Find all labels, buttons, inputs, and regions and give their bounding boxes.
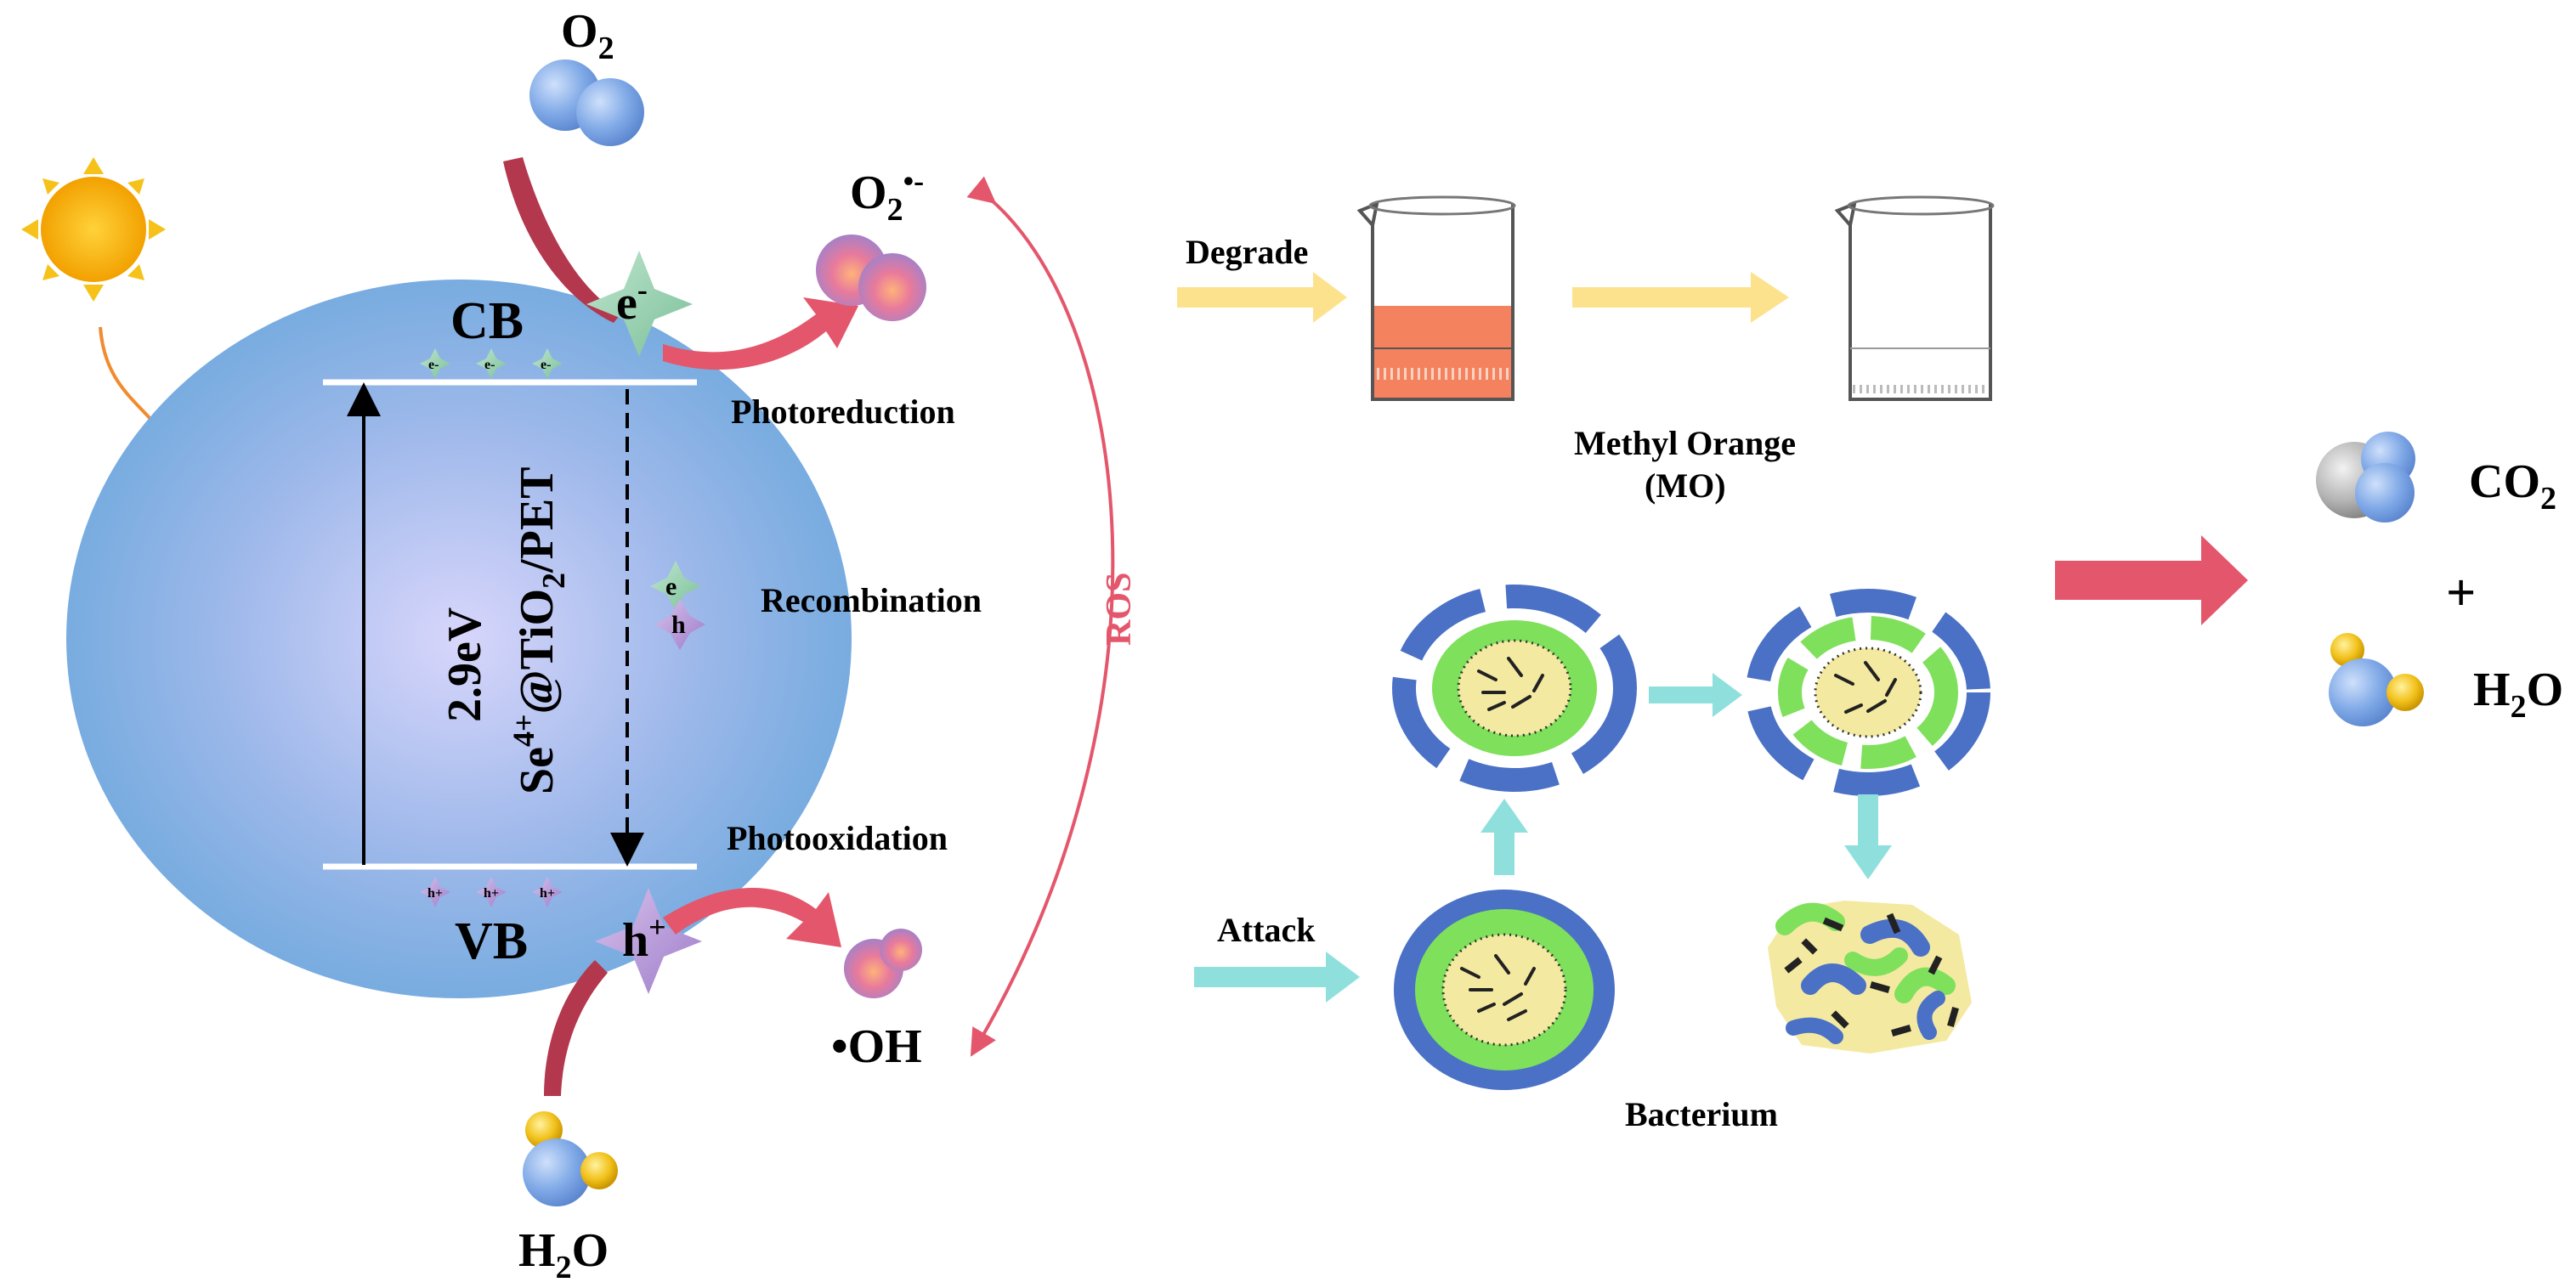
sun-icon [21,157,166,302]
svg-text:e-: e- [541,358,551,372]
band-gap-label: 2.9eV [439,607,491,722]
bacterium-intact-icon [1394,890,1615,1090]
electron-star-icon [586,251,693,357]
bacterium-damaged-2-icon [1746,589,1990,796]
catalyst-prefix: Se [511,747,563,794]
superoxide-molecule-icon [816,234,926,321]
cb-electrons: e- e- e- [420,348,563,379]
h2o-uptake-arrow [544,960,608,1096]
photooxidation-label: Photooxidation [727,819,948,857]
bacterium-lysed-icon [1768,901,1972,1054]
catalyst-suffix: /PET [511,466,563,573]
o2-uptake-arrow [503,157,620,323]
photoreduction-arrow [663,297,858,370]
hole-star-icon [595,888,702,994]
svg-text:h: h [671,611,686,639]
hydroxyl-molecule-icon [844,929,922,998]
catalyst-mid: @TiO [511,589,563,715]
svg-text:h+: h+ [540,886,555,901]
mo-name-label: Methyl Orange [1574,424,1796,462]
h2o-product-icon [2329,633,2424,726]
degrade-label: Degrade [1186,233,1308,271]
bacterium-damaged-1-icon [1392,585,1637,792]
transfer-arrow [1572,272,1789,323]
h2o-molecule-icon [523,1111,618,1206]
hole-star-icon [420,877,450,907]
svg-text:h+: h+ [622,910,666,967]
photooxidation-arrow [663,888,841,947]
recombination-label: Recombination [761,581,982,619]
hydroxyl-label: •OH [831,1020,922,1073]
electron-carrier: e- [586,251,693,357]
ros-arrow [966,176,1115,1057]
electron-star-icon [476,348,507,379]
lysis-arrow [1844,794,1892,879]
h2o-label: H2O [518,1224,609,1285]
clean-beaker-icon [1834,195,1995,401]
h2o-product-label: H2O [2473,664,2563,725]
catalyst-sub: 2 [536,573,572,589]
vb-label: VB [455,912,528,970]
catalyst-sup: 4+ [507,714,541,747]
o2-label: O2 [561,5,614,66]
co2-molecule-icon [2316,432,2415,523]
attack-up-arrow [1480,799,1528,875]
catalyst-label: Se4+@TiO2/PET [507,466,572,794]
attack-label: Attack [1217,911,1316,949]
attack-arrow [1194,952,1360,1003]
bacterium-label: Bacterium [1625,1095,1778,1133]
ros-label: ROS [1100,573,1139,646]
cb-label: CB [450,292,524,350]
electron-star-icon [420,348,450,379]
recombination-pair-icon: e h [650,561,705,650]
svg-text:h+: h+ [427,886,443,901]
hole-star-icon [476,877,507,907]
superoxide-label: O2•- [850,164,924,228]
band-structure [66,280,852,998]
o2-molecule-icon [529,59,644,146]
degrade-arrow [1177,272,1347,323]
hole-carrier: h+ [595,888,702,994]
mo-beaker-icon [1356,195,1516,401]
svg-text:e: e [665,573,677,601]
electron-star-icon [532,348,563,379]
product-arrow [2055,535,2248,625]
mo-abbr-label: (MO) [1645,466,1726,505]
svg-text:h+: h+ [484,886,499,901]
plus-sign: + [2446,564,2476,622]
damage-arrow [1649,673,1742,717]
svg-text:e-: e- [616,273,648,330]
co2-label: CO2 [2469,455,2556,517]
vb-holes: h+ h+ h+ [420,877,563,907]
photoreduction-label: Photoreduction [731,393,955,431]
svg-text:e-: e- [428,358,439,372]
svg-text:e-: e- [484,358,495,372]
hole-star-icon [532,877,563,907]
